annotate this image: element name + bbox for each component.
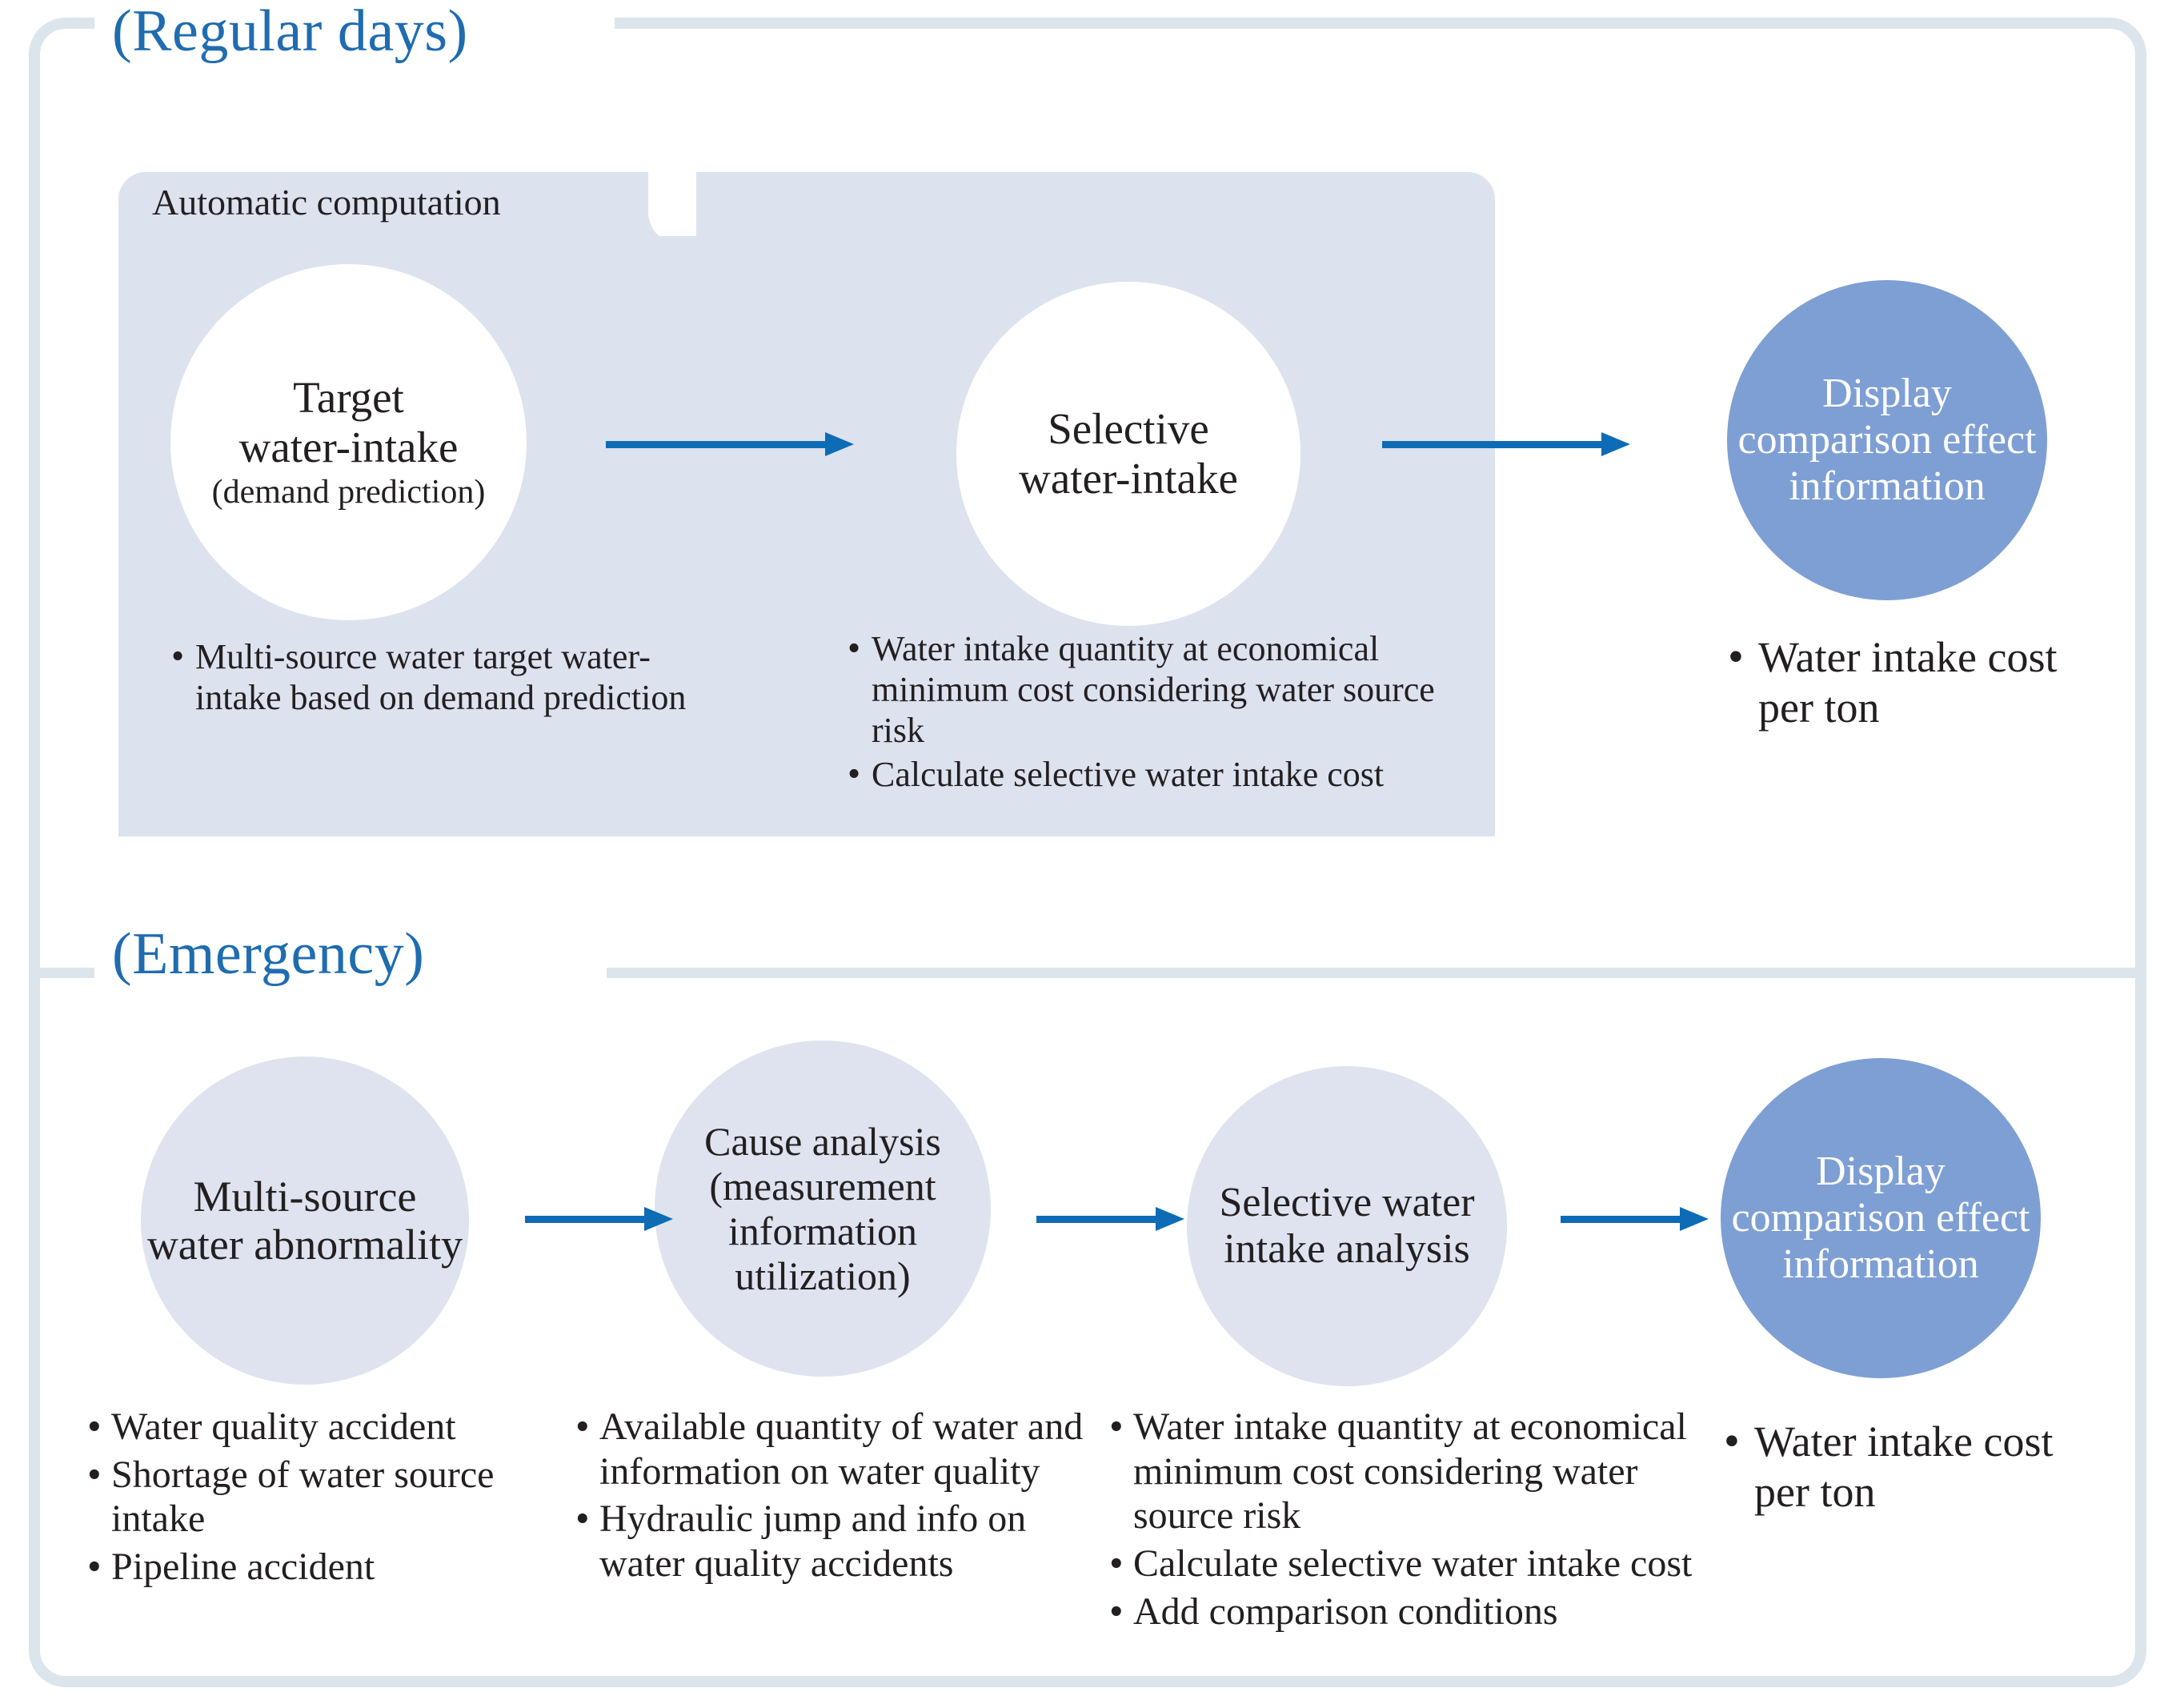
panel-notch-fill (118, 236, 699, 267)
bullets-selective-water-intake: Water intake quantity at economical mini… (844, 627, 1453, 798)
node-cause-title: Cause analysis (704, 1119, 941, 1164)
node-abnormality-label: Multi-source water abnormality (146, 1172, 463, 1269)
list-item: Shortage of water source intake (84, 1451, 556, 1542)
list-item: Water quality accident (84, 1403, 556, 1449)
list-item: Water intake cost per ton (1725, 631, 2101, 732)
list-item: Available quantity of water and informat… (572, 1403, 1092, 1493)
arrow-head-icon (1601, 432, 1630, 456)
node-target-subtitle: (demand prediction) (211, 473, 486, 511)
bullets-display-emergency: Water intake cost per ton (1721, 1415, 2105, 1520)
node-selective-water-intake[interactable]: Selective water-intake (956, 282, 1300, 626)
node-display-emergency-label: Display comparison effect information (1731, 1148, 2030, 1288)
list-item: Water intake quantity at economical mini… (1106, 1403, 1714, 1538)
arrow-shaft (1382, 441, 1605, 448)
node-display-comparison-effect-information-emergency[interactable]: Display comparison effect information (1721, 1058, 2041, 1378)
arrow-head-icon (825, 432, 854, 456)
list-item: Add comparison conditions (1106, 1588, 1714, 1634)
node-selective-line2: water-intake (1019, 454, 1238, 503)
arrow-head-icon (644, 1207, 673, 1231)
list-item: Calculate selective water intake cost (1106, 1540, 1714, 1586)
bullets-display-regular: Water intake cost per ton (1725, 631, 2101, 736)
bullets-selective-analysis: Water intake quantity at economical mini… (1106, 1403, 1714, 1637)
arrow-selective-to-display (1382, 432, 1630, 456)
bullets-target-water-intake: Multi-source water target water-intake b… (168, 635, 728, 721)
node-cause-analysis-label: Cause analysis (measurement information … (655, 1119, 991, 1298)
node-cause-subtitle: (measurement information utilization) (709, 1164, 936, 1298)
node-selective-line1: Selective (1048, 404, 1209, 454)
arrow-shaft (525, 1216, 647, 1223)
arrow-shaft (606, 441, 828, 448)
section-label-regular-days: (Regular days) (112, 0, 468, 64)
node-multi-source-water-abnormality[interactable]: Multi-source water abnormality (141, 1056, 469, 1385)
node-target-water-intake-label: Target water-intake (demand prediction) (170, 373, 527, 511)
list-item: Hydraulic jump and info on water quality… (572, 1495, 1092, 1586)
list-item: Water intake cost per ton (1721, 1415, 2105, 1517)
bullets-abnormality: Water quality accident Shortage of water… (84, 1403, 556, 1593)
arrow-target-to-selective (606, 432, 854, 456)
arrow-head-icon (1156, 1207, 1184, 1231)
arrow-head-icon (1680, 1207, 1709, 1231)
node-selective-water-intake-label: Selective water-intake (956, 404, 1300, 503)
frame-gap-emergency-label (94, 916, 607, 1032)
list-item: Calculate selective water intake cost (844, 752, 1453, 796)
node-selective-analysis-label: Selective water intake analysis (1219, 1179, 1475, 1272)
list-item: Multi-source water target water-intake b… (168, 635, 728, 718)
node-target-water-intake[interactable]: Target water-intake (demand prediction) (170, 264, 527, 620)
list-item: Pipeline accident (84, 1543, 556, 1590)
panel-notch (648, 172, 696, 244)
node-selective-water-intake-analysis[interactable]: Selective water intake analysis (1187, 1066, 1507, 1386)
frame-gap-regular-label (94, 0, 615, 112)
list-item: Water intake quantity at economical mini… (844, 627, 1453, 751)
node-cause-analysis[interactable]: Cause analysis (measurement information … (655, 1040, 991, 1377)
automatic-computation-label: Automatic computation (152, 182, 501, 223)
node-target-line2: water-intake (238, 422, 459, 471)
node-target-line1: Target (293, 373, 404, 423)
bullets-cause-analysis: Available quantity of water and informat… (572, 1403, 1092, 1590)
arrow-selective-analysis-to-display (1561, 1207, 1709, 1231)
arrow-shaft (1561, 1216, 1683, 1223)
arrow-cause-to-selective-analysis (1036, 1207, 1184, 1231)
node-display-regular-label: Display comparison effect information (1737, 370, 2037, 510)
section-label-emergency: (Emergency) (112, 921, 425, 987)
node-display-comparison-effect-information-regular[interactable]: Display comparison effect information (1727, 280, 2047, 600)
arrow-abnormality-to-cause (525, 1207, 673, 1231)
arrow-shaft (1036, 1216, 1159, 1223)
